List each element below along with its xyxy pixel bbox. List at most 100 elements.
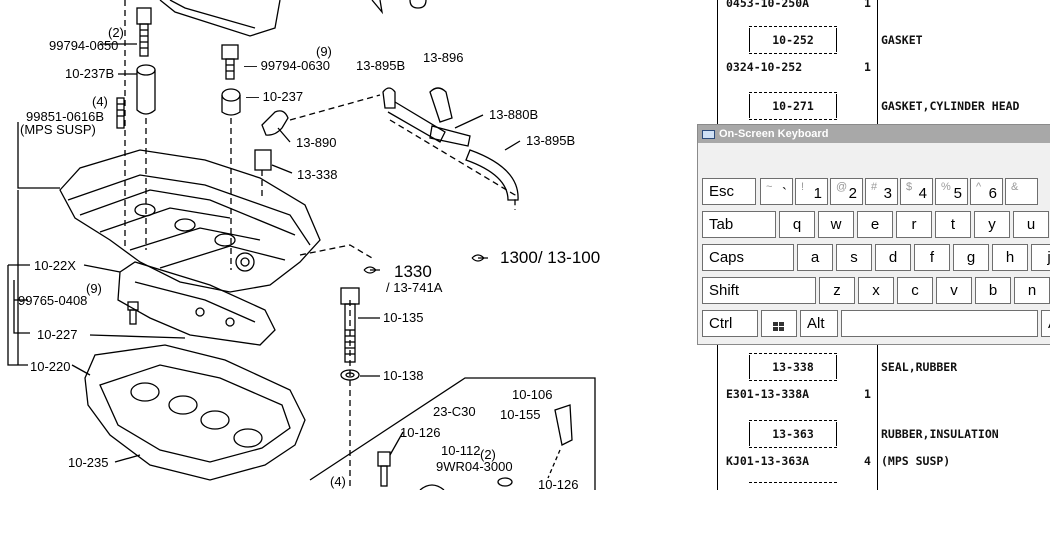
windows-logo-icon: [773, 319, 785, 331]
keyboard-icon: [702, 129, 715, 139]
exploded-parts-diagram: (2) 99794-0650 (9) — 99794-0630 13-895B …: [7, 0, 600, 490]
part-ref: 13-338: [772, 360, 814, 374]
label-qty-2: (2): [108, 25, 124, 40]
label-99851-0616B: 99851-0616B: [26, 109, 104, 124]
label-13-338: 13-338: [297, 167, 337, 182]
label-qty-4b: (4): [330, 474, 346, 489]
key-z[interactable]: z: [819, 277, 855, 304]
label-13-895B-a: 13-895B: [356, 58, 405, 73]
key-c[interactable]: c: [897, 277, 933, 304]
key-alt[interactable]: Alt: [800, 310, 838, 337]
key-x[interactable]: x: [858, 277, 894, 304]
part-ref: 10-252: [772, 33, 814, 47]
part-number-partial: 0453-10-250A: [726, 0, 810, 10]
label-99765-0408: 99765-0408: [18, 293, 87, 308]
part-description: GASKET: [881, 33, 923, 47]
key-e[interactable]: e: [857, 211, 893, 238]
label-1330: 1330: [394, 262, 432, 281]
label-10-135: 10-135: [383, 310, 423, 325]
key-b[interactable]: b: [975, 277, 1011, 304]
label-10-227: 10-227: [37, 327, 77, 342]
label-10-126-b: 10-126: [538, 477, 578, 490]
part-ref: 13-363: [772, 427, 814, 441]
key-q[interactable]: q: [779, 211, 815, 238]
key-s[interactable]: s: [836, 244, 872, 271]
label-10-22X: 10-22X: [34, 258, 76, 273]
label-10-138: 10-138: [383, 368, 423, 383]
part-ref-box-partial: [749, 482, 837, 490]
key-4[interactable]: $4: [900, 178, 933, 205]
label-13-895B-b: 13-895B: [526, 133, 575, 148]
on-screen-keyboard-window[interactable]: On-Screen Keyboard Esc ~` !1 @2 #3 $4 %5…: [697, 124, 1050, 345]
label-mps-susp: (MPS SUSP): [20, 122, 96, 137]
key-n[interactable]: n: [1014, 277, 1050, 304]
key-space[interactable]: [841, 310, 1038, 337]
label-23-C30: 23-C30: [433, 404, 476, 419]
label-10-235: 10-235: [68, 455, 108, 470]
label-10-220: 10-220: [30, 359, 70, 374]
osk-title: On-Screen Keyboard: [719, 128, 829, 140]
key-shift[interactable]: Shift: [702, 277, 816, 304]
key-alt-right[interactable]: A: [1041, 310, 1050, 337]
label-99794-0650: 99794-0650: [49, 38, 118, 53]
key-u[interactable]: u: [1013, 211, 1049, 238]
osk-title-bar[interactable]: On-Screen Keyboard: [698, 125, 1050, 143]
part-qty: 4: [864, 454, 871, 468]
key-h[interactable]: h: [992, 244, 1028, 271]
label-10-112: 10-112: [441, 443, 481, 458]
part-ref: 10-271: [772, 99, 814, 113]
key-v[interactable]: v: [936, 277, 972, 304]
key-esc[interactable]: Esc: [702, 178, 756, 205]
label-qty-9b: (9): [86, 281, 102, 296]
key-backtick[interactable]: ~`: [760, 178, 793, 205]
label-9WR04-3000: 9WR04-3000: [436, 459, 513, 474]
key-6[interactable]: ^6: [970, 178, 1003, 205]
label-13-741A: / 13-741A: [386, 280, 443, 295]
label-13-890: 13-890: [296, 135, 336, 150]
part-description: GASKET,CYLINDER HEAD: [881, 99, 1020, 113]
label-99794-0630: — 99794-0630: [244, 58, 330, 73]
key-tab[interactable]: Tab: [702, 211, 776, 238]
key-y[interactable]: y: [974, 211, 1010, 238]
part-number: KJ01-13-363A: [726, 454, 810, 468]
key-t[interactable]: t: [935, 211, 971, 238]
label-10-126-a: 10-126: [400, 425, 440, 440]
label-qty-2b: (2): [480, 447, 496, 462]
part-qty: 1: [864, 387, 871, 401]
label-qty-4: (4): [92, 94, 108, 109]
part-qty: 1: [864, 60, 871, 74]
key-5[interactable]: %5: [935, 178, 968, 205]
part-description: SEAL,RUBBER: [881, 360, 958, 374]
part-number: 0324-10-252: [726, 60, 803, 74]
key-3[interactable]: #3: [865, 178, 898, 205]
key-r[interactable]: r: [896, 211, 932, 238]
part-number: E301-13-338A: [726, 387, 810, 401]
key-d[interactable]: d: [875, 244, 911, 271]
label-10-237: — 10-237: [246, 89, 303, 104]
key-f[interactable]: f: [914, 244, 950, 271]
part-note: (MPS SUSP): [881, 454, 951, 468]
part-description: RUBBER,INSULATION: [881, 427, 999, 441]
part-ref-box: 10-271: [749, 92, 837, 120]
key-g[interactable]: g: [953, 244, 989, 271]
key-w[interactable]: w: [818, 211, 854, 238]
key-caps[interactable]: Caps: [702, 244, 794, 271]
key-windows[interactable]: [761, 310, 797, 337]
label-1300: 1300/ 13-100: [500, 248, 600, 267]
label-10-155: 10-155: [500, 407, 540, 422]
key-ctrl[interactable]: Ctrl: [702, 310, 758, 337]
key-j[interactable]: j: [1031, 244, 1050, 271]
key-1[interactable]: !1: [795, 178, 828, 205]
part-ref-box: 13-363: [749, 420, 837, 448]
label-10-237B: 10-237B: [65, 66, 114, 81]
label-13-880B: 13-880B: [489, 107, 538, 122]
part-ref-box: 10-252: [749, 26, 837, 54]
part-qty-partial: 1: [864, 0, 871, 10]
key-2[interactable]: @2: [830, 178, 863, 205]
key-a[interactable]: a: [797, 244, 833, 271]
label-13-896: 13-896: [423, 50, 463, 65]
label-qty-9: (9): [316, 44, 332, 59]
part-ref-box: 13-338: [749, 353, 837, 381]
key-7[interactable]: &: [1005, 178, 1038, 205]
label-10-106: 10-106: [512, 387, 552, 402]
